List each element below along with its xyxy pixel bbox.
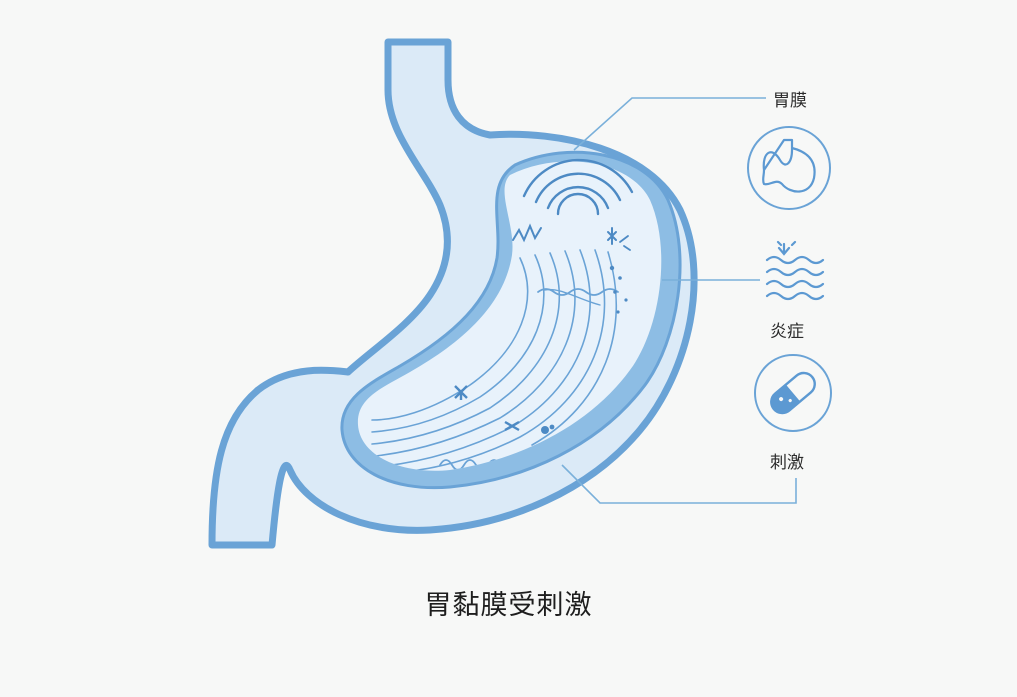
mucosal-folds <box>371 249 619 471</box>
irritation-arcs <box>512 158 634 251</box>
diagram-caption: 胃黏膜受刺激 <box>424 590 593 621</box>
stomach-mucosa-icon <box>747 126 831 210</box>
label-inflammation: 炎症 <box>770 322 804 342</box>
inflammation-waves-icon <box>765 240 825 301</box>
label-mucosa: 胃膜 <box>773 91 807 111</box>
leader-lines <box>561 97 797 504</box>
capsule-pill-icon <box>754 354 832 432</box>
particles <box>454 265 628 434</box>
leader-line-stimulation <box>561 464 797 504</box>
leader-line-mucosa <box>573 97 766 151</box>
stomach-lumen <box>357 161 662 471</box>
label-stimulation: 刺激 <box>770 453 804 473</box>
